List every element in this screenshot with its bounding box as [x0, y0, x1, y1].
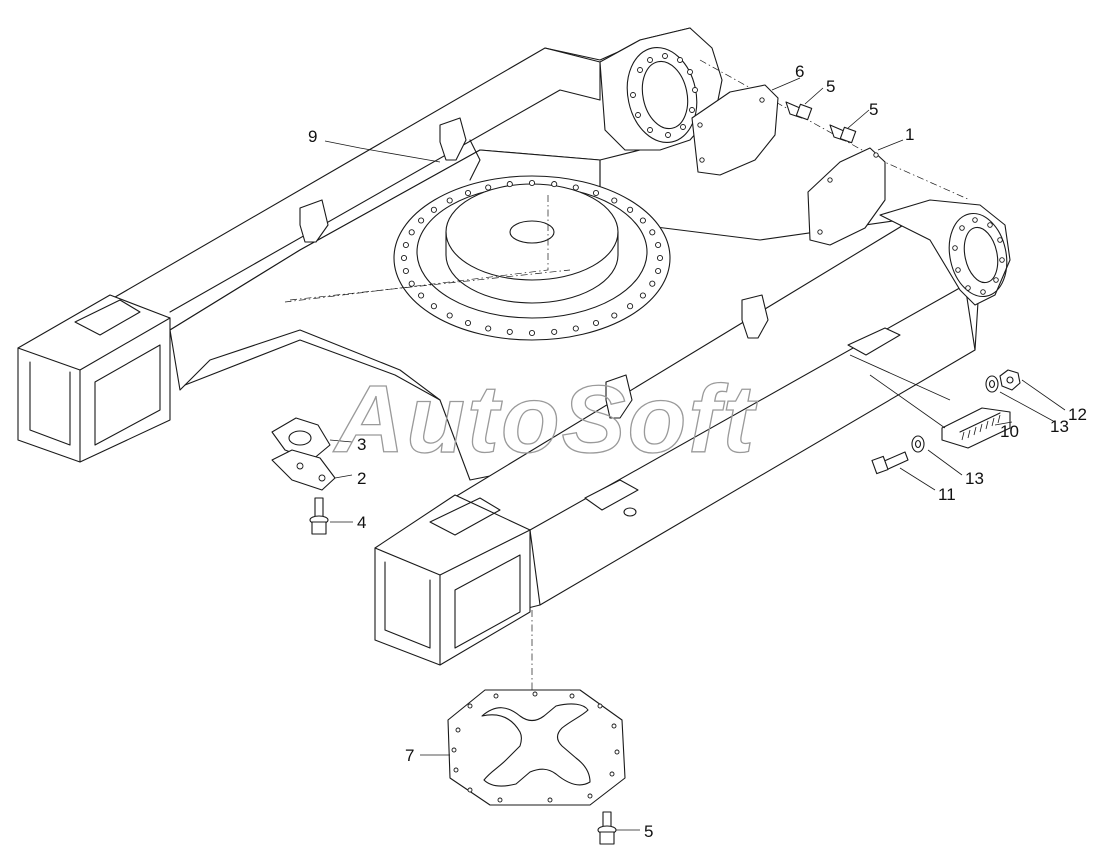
- bearing-bolt-hole: [464, 319, 472, 327]
- bolt-5a: [785, 101, 813, 121]
- bearing-bolt-hole: [446, 197, 453, 204]
- callout-2: 2: [357, 469, 366, 488]
- cover-bolt-hole: [614, 749, 620, 755]
- cover-bolt-hole: [532, 691, 538, 697]
- bearing-bolt-hole: [611, 312, 618, 319]
- bearing-bolt-hole: [572, 184, 579, 191]
- callout-1: 1: [905, 125, 914, 144]
- bolt-11: [871, 451, 909, 475]
- bearing-bolt-hole: [611, 197, 618, 204]
- leader-lines: [324, 77, 1066, 831]
- bearing-bolt-hole: [649, 280, 656, 287]
- bottom-cover-7: [447, 689, 626, 806]
- housing-bolts-rear: [630, 53, 698, 138]
- bearing-bolt-hole: [506, 328, 513, 335]
- bearing-bolt-hole: [408, 229, 415, 236]
- callout-6: 6: [795, 62, 804, 81]
- bearing-bolt-hole: [430, 303, 437, 310]
- callout-9: 9: [308, 127, 317, 146]
- bearing-bolt-hole: [402, 241, 409, 249]
- bearing-bolt-hole: [418, 292, 425, 299]
- cover-plate-6: [691, 84, 779, 176]
- bearing-bolt-hole: [627, 206, 634, 213]
- cover-bolt-hole: [497, 797, 503, 803]
- cover-bolt-hole: [547, 797, 553, 803]
- watermark-text: AutoSoft: [333, 366, 758, 473]
- callout-4: 4: [357, 513, 366, 532]
- bearing-bolt-hole: [418, 217, 425, 224]
- bearing-bolt-hole: [528, 179, 536, 187]
- callout-13a: 13: [1050, 417, 1069, 436]
- bearing-bolt-hole: [551, 328, 558, 335]
- bearing-bolt-hole: [655, 267, 662, 275]
- callout-5b: 5: [869, 100, 878, 119]
- bearing-bolt-hole: [400, 254, 408, 262]
- bearing-bolt-hole: [627, 303, 634, 310]
- callout-11: 11: [938, 485, 956, 504]
- nut-12: [999, 369, 1021, 391]
- bearing-bolt-hole: [639, 217, 646, 224]
- bearing-bolt-hole: [551, 181, 558, 188]
- callout-13b: 13: [965, 469, 984, 488]
- bearing-bolt-hole: [506, 181, 513, 188]
- cover-bolt-hole: [467, 787, 473, 793]
- callout-5a: 5: [826, 77, 835, 96]
- bearing-bolt-hole: [430, 206, 437, 213]
- bearing-bolt-holes: [400, 179, 664, 337]
- callout-labels: 9 6 5 5 1 3 2 4 12 13 10 13 11 7 5: [308, 62, 1087, 841]
- cover-bolt-hole: [455, 727, 461, 733]
- bolt-4: [309, 497, 329, 535]
- cover-bolt-hole: [467, 703, 473, 709]
- housing-bolts-front: [952, 217, 1005, 295]
- cover-bolt-hole: [597, 703, 603, 709]
- bearing-bolt-hole: [592, 189, 600, 197]
- swing-bearing: [393, 175, 671, 341]
- cover-bolt-hole: [569, 693, 575, 699]
- callout-3: 3: [357, 435, 366, 454]
- bearing-bolt-hole: [402, 267, 409, 275]
- plate-3: [271, 417, 331, 461]
- bearing-bolt-hole: [655, 241, 662, 249]
- bolt-5b: [829, 124, 857, 144]
- bearing-bolt-hole: [528, 329, 536, 337]
- cover-plate-1: [807, 147, 886, 246]
- undercarriage-frame: [17, 27, 1011, 740]
- bearing-bolt-hole: [656, 254, 664, 262]
- bearing-bolt-hole: [592, 319, 600, 327]
- bearing-bolt-hole: [408, 280, 415, 287]
- cover-bolt-hole: [453, 767, 459, 773]
- cover-bolt-hole: [587, 793, 593, 799]
- bearing-bolt-hole: [464, 189, 472, 197]
- callout-10: 10: [1000, 422, 1019, 441]
- cover-bolt-hole: [493, 693, 499, 699]
- bearing-bolt-hole: [446, 312, 453, 319]
- washers-13: [911, 375, 999, 453]
- bearing-bolt-hole: [485, 325, 492, 332]
- callout-5c: 5: [644, 822, 653, 841]
- bearing-bolt-hole: [572, 325, 579, 332]
- cover-bolt-hole: [611, 723, 617, 729]
- cover-bolt-hole: [609, 771, 615, 777]
- bearing-bolt-hole: [485, 184, 492, 191]
- callout-7: 7: [405, 746, 414, 765]
- track-guide-10: [941, 407, 1011, 449]
- bearing-bolt-hole: [649, 229, 656, 236]
- bearing-bolt-hole: [639, 292, 646, 299]
- bolt-5c: [597, 811, 617, 845]
- plate-2: [271, 449, 336, 491]
- cover-bolt-hole: [451, 747, 457, 753]
- callout-12: 12: [1068, 405, 1087, 424]
